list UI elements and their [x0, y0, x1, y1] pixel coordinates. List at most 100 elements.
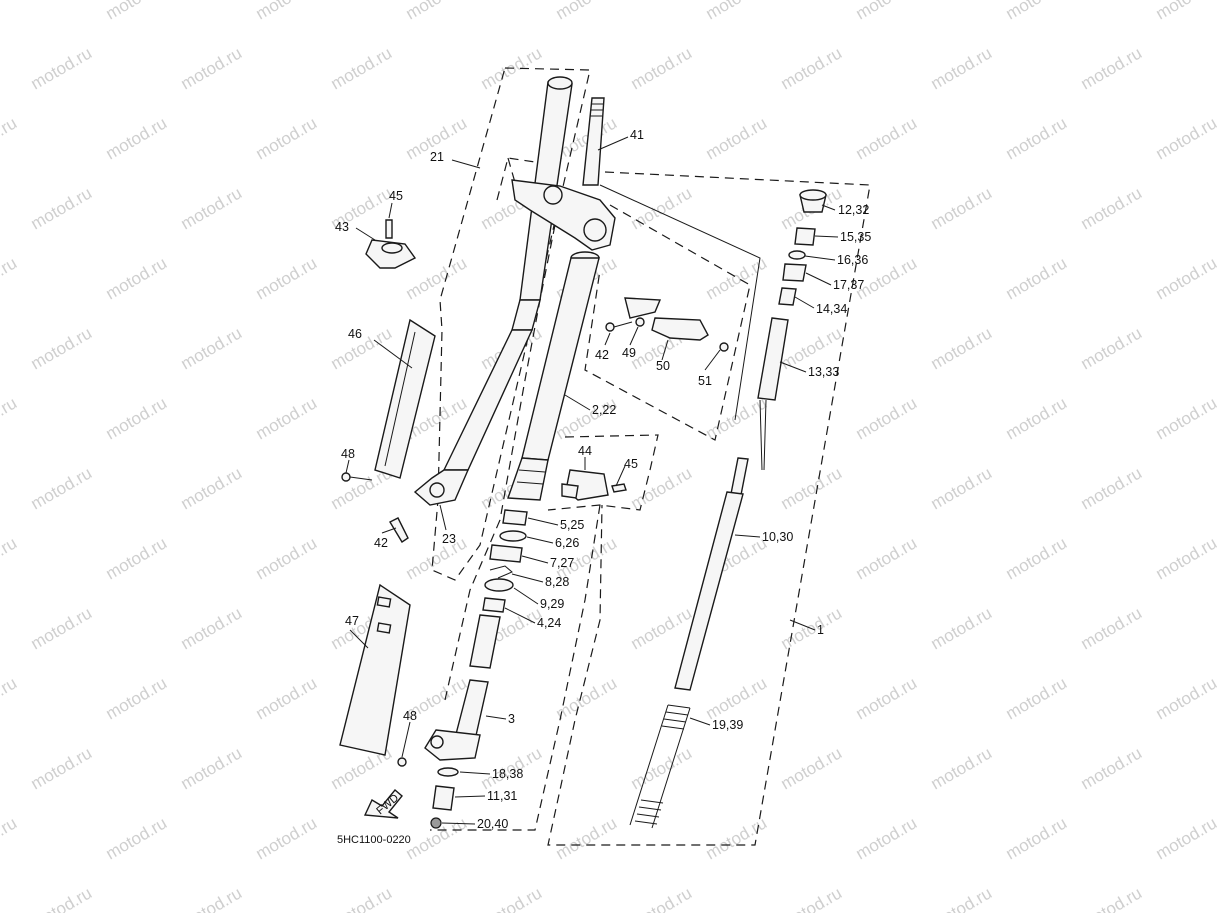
watermark-text: motod.ru	[328, 883, 396, 913]
watermark-text: motod.ru	[853, 813, 921, 863]
watermark-text: motod.ru	[178, 43, 246, 93]
watermark-text: motod.ru	[553, 0, 621, 23]
gasket-18	[437, 767, 459, 777]
watermark-text: motod.ru	[253, 533, 321, 583]
watermark-text: motod.ru	[1153, 813, 1217, 863]
watermark-text: motod.ru	[0, 393, 20, 443]
watermark-text: motod.ru	[178, 883, 246, 913]
watermark-text: motod.ru	[253, 0, 321, 23]
guard-47	[339, 583, 411, 756]
watermark-text: motod.ru	[628, 183, 696, 233]
watermark-text: motod.ru	[1003, 673, 1071, 723]
clip-8	[489, 565, 513, 579]
spacer-17	[782, 263, 807, 282]
watermark-text: motod.ru	[28, 743, 96, 793]
tube-13	[757, 317, 789, 401]
watermark-text: motod.ru	[928, 883, 996, 913]
callout-13-33: 13,33	[808, 365, 839, 379]
nut-14	[778, 287, 797, 306]
watermark-text: motod.ru	[28, 43, 96, 93]
callout-7-27: 7,27	[550, 556, 574, 570]
watermark-text: motod.ru	[778, 463, 846, 513]
callout-6-26: 6,26	[555, 536, 579, 550]
watermark-text: motod.ru	[1003, 0, 1071, 23]
watermark-text: motod.ru	[628, 743, 696, 793]
bottom-parts	[430, 767, 459, 829]
callout-23: 23	[442, 532, 456, 546]
watermark-text: motod.ru	[703, 813, 771, 863]
callout-41: 41	[630, 128, 644, 142]
rod-13	[759, 399, 767, 471]
watermark-text: motod.ru	[1003, 813, 1071, 863]
watermark-text: motod.ru	[1078, 183, 1146, 233]
watermark-text: motod.ru	[103, 113, 171, 163]
spring-19	[629, 704, 691, 829]
watermark-text: motod.ru	[553, 813, 621, 863]
callout-46: 46	[348, 327, 362, 341]
watermark-text: motod.ru	[253, 113, 321, 163]
bolt-45-top	[385, 219, 393, 239]
watermark-text: motod.ru	[178, 183, 246, 233]
oil-seal-7	[489, 544, 523, 563]
callout-11-31: 11,31	[487, 789, 517, 803]
watermark-text: motod.ru	[328, 43, 396, 93]
callout-2-22: 2,22	[592, 403, 616, 417]
dust-seal-9	[484, 578, 514, 592]
watermark-text: motod.ru	[853, 393, 921, 443]
drawing-code: 5HC1100-0220	[337, 834, 411, 846]
bolt-42-bracket	[605, 321, 633, 332]
watermark-text: motod.ru	[628, 883, 696, 913]
callout-49: 49	[622, 346, 636, 360]
watermark-text: motod.ru	[28, 463, 96, 513]
watermark-text: motod.ru	[28, 323, 96, 373]
watermark-text: motod.ru	[628, 43, 696, 93]
watermark-text: motod.ru	[253, 253, 321, 303]
damper-rod-10	[674, 491, 744, 691]
ring-stack	[482, 509, 528, 613]
watermark-text: motod.ru	[28, 603, 96, 653]
watermark-text: motod.ru	[178, 603, 246, 653]
bolt-51	[719, 342, 729, 352]
spring-15	[794, 227, 816, 246]
callout-8-28: 8,28	[545, 575, 569, 589]
callout-20-40: 20,40	[477, 817, 508, 831]
ring-16	[788, 250, 806, 260]
bracket-49	[624, 297, 662, 327]
callout-48-upper: 48	[341, 447, 355, 461]
watermark-text: motod.ru	[1003, 253, 1071, 303]
watermark-text: motod.ru	[853, 113, 921, 163]
callout-3: 3	[508, 712, 515, 726]
watermark-text: motod.ru	[928, 463, 996, 513]
watermark-text: motod.ru	[0, 0, 20, 23]
watermark-text: motod.ru	[0, 813, 20, 863]
watermark-text: motod.ru	[478, 883, 546, 913]
dashed-boundary-bracket	[584, 204, 751, 441]
callout-44: 44	[578, 444, 592, 458]
watermark-text: motod.ru	[0, 253, 20, 303]
callout-5-25: 5,25	[560, 518, 584, 532]
guard-46	[374, 318, 436, 479]
leader-lines	[345, 136, 839, 825]
callout-14-34: 14,34	[816, 302, 847, 316]
clamp-44	[561, 469, 609, 501]
watermark-text: motod.ru	[1078, 43, 1146, 93]
watermark-text: motod.ru	[1003, 393, 1071, 443]
watermark-text: motod.ru	[28, 183, 96, 233]
watermark-text: motod.ru	[928, 323, 996, 373]
watermark-text: motod.ru	[1078, 323, 1146, 373]
lower-leg-3	[424, 614, 501, 761]
watermark-text: motod.ru	[403, 533, 471, 583]
bolt-42-lower	[389, 517, 409, 543]
watermark-text: motod.ru	[778, 43, 846, 93]
watermark-text: motod.ru	[1153, 253, 1217, 303]
callout-12-32: 12,32	[838, 203, 869, 217]
callout-48-lower: 48	[403, 709, 417, 723]
watermark-text: motod.ru	[1003, 113, 1071, 163]
watermark-text: motod.ru	[103, 813, 171, 863]
dashed-boundary-clamp-44	[547, 434, 659, 511]
callout-10-30: 10,30	[762, 530, 793, 544]
watermark-text: motod.ru	[1003, 533, 1071, 583]
dashed-boundary-outer-tube	[431, 67, 591, 581]
bolt-11	[432, 785, 455, 811]
steering-stem-41	[582, 97, 605, 186]
